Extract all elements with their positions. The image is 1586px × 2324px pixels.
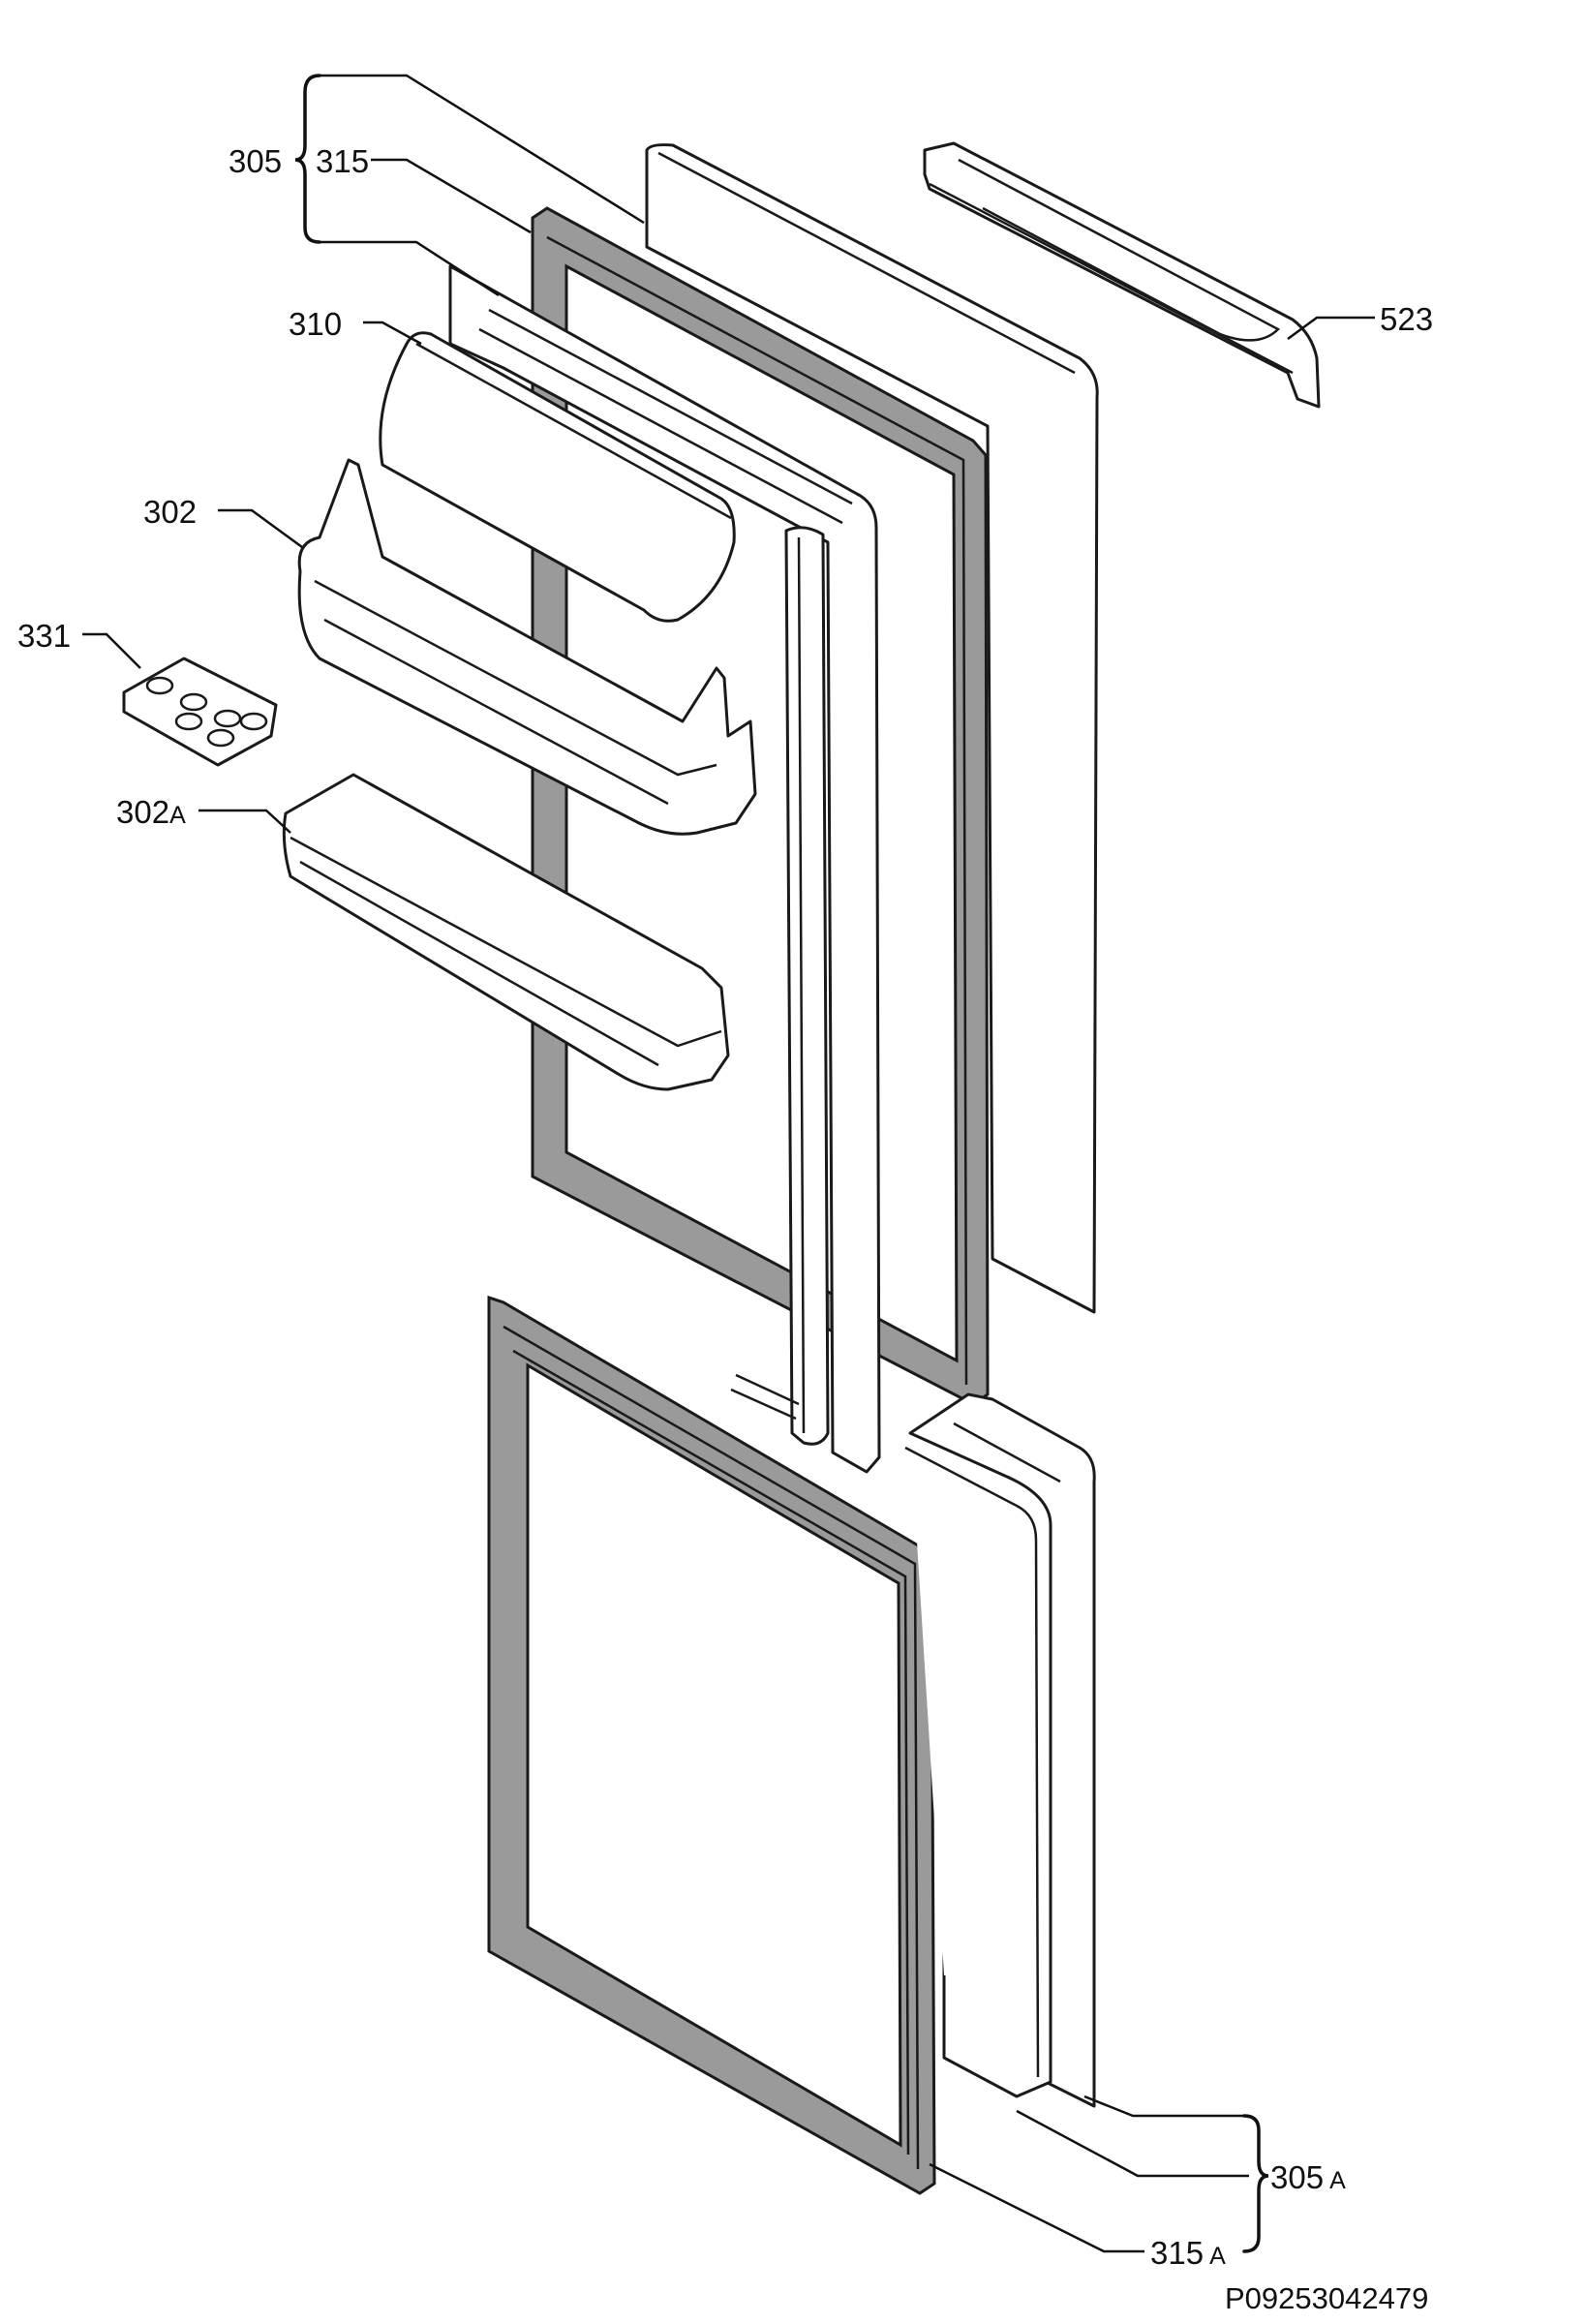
drawing-code: P09253042479	[1225, 2281, 1429, 2315]
door-shelf-large	[297, 458, 757, 836]
label-305: 305	[229, 143, 283, 179]
label-331: 331	[17, 618, 72, 654]
label-315a-number: 315	[1150, 2235, 1205, 2271]
label-302a-suffix: A	[169, 802, 186, 829]
label-305a-suffix: A	[1329, 2167, 1346, 2194]
label-302a-number: 302	[116, 794, 170, 830]
label-315a-suffix: A	[1209, 2243, 1226, 2270]
leader-lines	[82, 74, 1375, 2253]
lower-door-panel	[904, 1392, 1096, 2108]
lower-door-gasket	[487, 1295, 936, 2195]
label-310: 310	[289, 306, 343, 342]
door-handle	[923, 141, 1321, 409]
door-shelf-small	[282, 773, 730, 1091]
label-305a-number: 305	[1270, 2159, 1325, 2195]
upper-door-gasket	[531, 206, 990, 1406]
upper-door-panel	[645, 143, 1099, 1314]
label-302a: 302A	[116, 796, 186, 828]
label-523: 523	[1380, 301, 1434, 337]
label-302: 302	[143, 494, 198, 530]
label-315: 315	[316, 143, 370, 179]
brace-305	[294, 74, 321, 244]
dairy-flap	[379, 331, 736, 623]
brace-305a	[1242, 2114, 1269, 2253]
egg-tray	[122, 657, 278, 767]
upper-door-liner	[448, 264, 881, 1474]
